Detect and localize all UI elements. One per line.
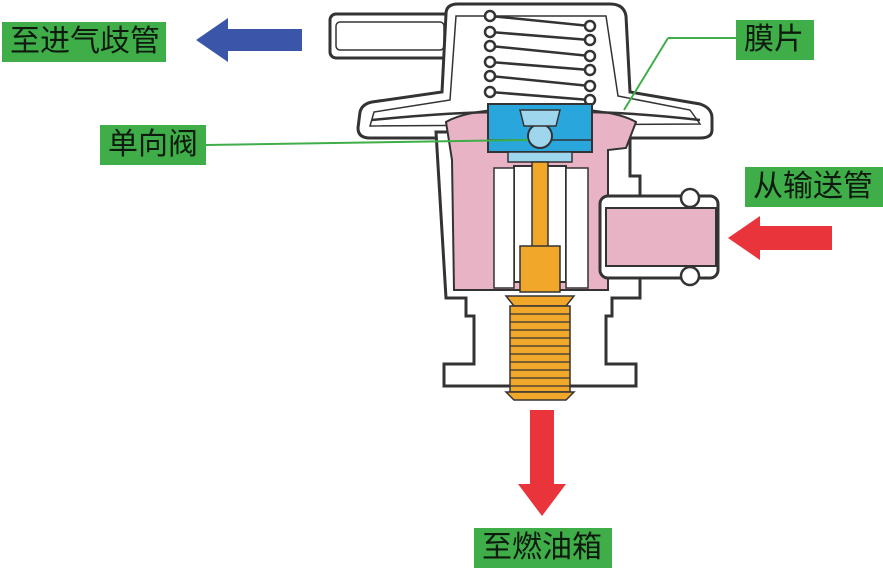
upper-housing [356,2,714,140]
label-to-intake-manifold: 至进气歧管 [2,22,166,62]
label-check-valve: 单向阀 [100,125,206,165]
outlet-arrow [196,18,302,62]
rod-outlet-tip [504,391,576,401]
label-from-delivery-pipe: 从输送管 [745,167,883,207]
rod-threads [510,313,570,387]
check-valve-leader-line [205,139,529,146]
inlet-arrow [728,216,832,260]
diaphragm-leader-diag [623,37,669,111]
inlet-pipe [598,187,720,287]
vacuum-nozzle [328,12,452,60]
spring [483,9,597,107]
label-to-fuel-tank: 至燃油箱 [474,528,612,568]
label-diaphragm: 膜片 [736,20,814,60]
return-arrow [518,410,566,516]
check-valve [487,103,593,163]
